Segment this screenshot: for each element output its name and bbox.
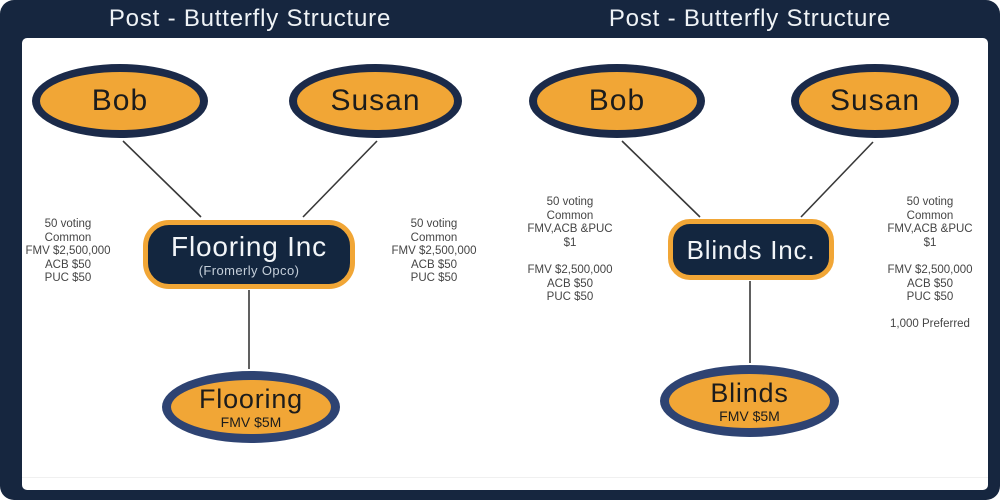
label-line: 50 voting <box>906 196 954 208</box>
shareholder-name: Susan <box>829 84 921 117</box>
label-line: ACB $50 <box>906 277 954 290</box>
label-line: FMV $2,500,000 <box>527 263 613 276</box>
label-line: Common <box>906 209 954 222</box>
label-line: 50 voting <box>410 218 458 230</box>
panel-title-left: Post - Butterfly Structure <box>108 5 392 32</box>
shareholder-name: Susan <box>330 84 421 117</box>
label-line <box>870 305 990 319</box>
label-line: PUC $50 <box>906 291 954 304</box>
label-line: Common <box>410 231 458 244</box>
company-box-flooring-inc: Flooring Inc (Fromerly Opco) <box>143 220 355 289</box>
label-line: FMV $2,500,000 <box>391 245 477 258</box>
label-line: PUC $50 <box>546 291 594 304</box>
label-line <box>510 250 630 264</box>
label-line: 50 voting <box>44 218 92 230</box>
label-line: 50 voting <box>546 196 594 208</box>
company-name: Flooring Inc <box>171 230 327 262</box>
label-line: PUC $50 <box>44 272 92 285</box>
label-line: Common <box>44 231 92 244</box>
company-subtitle: (Fromerly Opco) <box>198 262 300 278</box>
shareholder-name: Bob <box>588 84 646 117</box>
connector-line-bob-blinds <box>621 140 701 218</box>
label-line: FMV,ACB &PUC <box>527 223 613 236</box>
label-line: ACB $50 <box>410 258 458 271</box>
label-line: FMV,ACB &PUC <box>887 223 973 236</box>
shareholder-oval-susan-right: Susan <box>791 64 959 138</box>
shareholder-oval-susan-left: Susan <box>289 64 462 138</box>
shareholder-name: Bob <box>91 84 149 117</box>
label-line <box>870 250 990 264</box>
label-line: 1,000 Preferred <box>890 318 970 331</box>
label-line: PUC $50 <box>410 272 458 285</box>
subsidiary-oval-flooring: Flooring FMV $5M <box>162 371 340 443</box>
label-line: FMV $2,500,000 <box>25 245 111 258</box>
connector-line-bob-flooring <box>122 140 202 218</box>
connector-line-susan-blinds <box>800 141 874 218</box>
title-bar: Post - Butterfly Structure Post - Butter… <box>0 0 1000 38</box>
company-name: Blinds Inc. <box>686 234 816 265</box>
label-line: Common <box>546 209 594 222</box>
subsidiary-oval-blinds: Blinds FMV $5M <box>660 365 839 437</box>
label-line: FMV $2,500,000 <box>887 263 973 276</box>
label-line: $1 <box>563 236 577 249</box>
subsidiary-fmv: FMV $5M <box>719 407 780 424</box>
shareholder-oval-bob-left: Bob <box>32 64 208 138</box>
label-line: ACB $50 <box>546 277 594 290</box>
shareholder-oval-bob-right: Bob <box>529 64 705 138</box>
company-box-blinds-inc: Blinds Inc. <box>668 219 834 280</box>
label-line: $1 <box>923 236 937 249</box>
subsidiary-name: Blinds <box>710 377 789 408</box>
connector-line-susan-flooring <box>302 140 378 218</box>
subsidiary-name: Flooring <box>199 383 303 414</box>
subsidiary-fmv: FMV $5M <box>220 413 282 430</box>
panel-title-right: Post - Butterfly Structure <box>608 5 892 32</box>
label-line: ACB $50 <box>44 258 92 271</box>
